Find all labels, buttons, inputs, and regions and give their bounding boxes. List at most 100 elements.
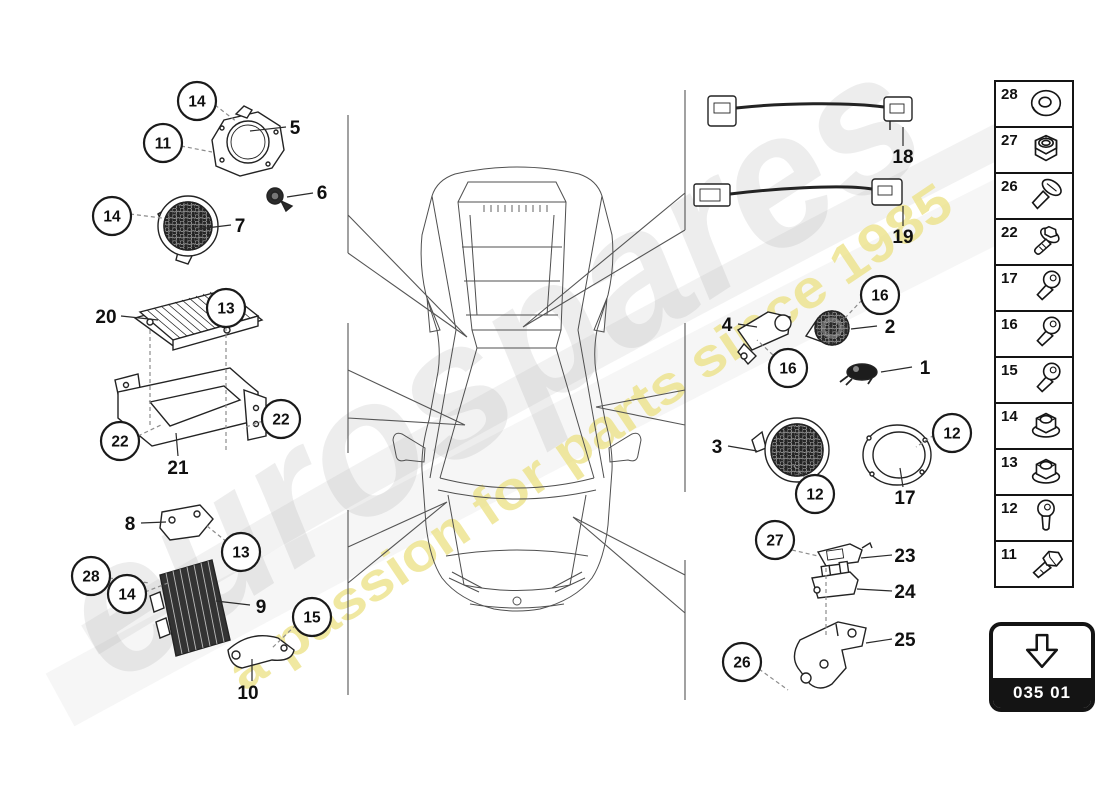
callout-16[interactable]: 16 <box>767 347 809 389</box>
diagram-code-box[interactable]: 035 01 <box>989 622 1095 712</box>
torx-screw-icon <box>1023 313 1069 355</box>
sidebar-item-number: 13 <box>1001 454 1018 471</box>
part-label-23[interactable]: 23 <box>894 546 915 567</box>
sidebar-item-26[interactable]: 26 <box>994 172 1074 220</box>
callout-14[interactable]: 14 <box>106 573 148 615</box>
sidebar-item-14[interactable]: 14 <box>994 402 1074 450</box>
flange-screw-icon <box>1023 221 1069 263</box>
callout-27[interactable]: 27 <box>754 519 796 561</box>
sidebar-item-17[interactable]: 17 <box>994 264 1074 312</box>
part-drawing-5 <box>211 105 285 177</box>
sidebar-item-28[interactable]: 28 <box>994 80 1074 128</box>
callout-13[interactable]: 13 <box>220 531 262 573</box>
part-drawing-24 <box>811 560 859 599</box>
right-parts-group <box>693 95 932 689</box>
part-label-25[interactable]: 25 <box>894 630 916 651</box>
hex-nut-icon <box>1023 129 1069 171</box>
callout-number: 14 <box>103 209 121 226</box>
part-label-5[interactable]: 5 <box>290 118 301 139</box>
callout-number: 22 <box>111 434 128 451</box>
part-label-24[interactable]: 24 <box>894 582 916 603</box>
car-top-view <box>392 166 642 612</box>
code-box-arrow-area <box>993 626 1091 678</box>
part-drawing-18 <box>707 95 913 130</box>
callout-number: 14 <box>188 94 206 111</box>
part-drawing-6 <box>266 187 294 213</box>
sidebar-item-number: 28 <box>1001 86 1018 103</box>
part-drawing-2 <box>804 310 850 346</box>
down-arrow-icon <box>1025 633 1059 669</box>
callout-14[interactable]: 14 <box>91 195 133 237</box>
sidebar-item-13[interactable]: 13 <box>994 448 1074 496</box>
sidebar-item-number: 22 <box>1001 224 1018 241</box>
part-label-6[interactable]: 6 <box>317 183 328 204</box>
sidebar-item-number: 14 <box>1001 408 1018 425</box>
oval-head-screw-icon <box>1023 175 1069 217</box>
part-drawing-25 <box>793 621 867 689</box>
sidebar-item-number: 16 <box>1001 316 1018 333</box>
sidebar-item-16[interactable]: 16 <box>994 310 1074 358</box>
callout-15[interactable]: 15 <box>291 596 333 638</box>
part-drawing-1 <box>839 363 878 386</box>
part-label-19[interactable]: 19 <box>892 227 913 248</box>
sidebar-item-12[interactable]: 12 <box>994 494 1074 542</box>
callout-number: 11 <box>155 136 172 153</box>
sidebar-item-15[interactable]: 15 <box>994 356 1074 404</box>
part-label-10[interactable]: 10 <box>237 683 258 704</box>
callout-28[interactable]: 28 <box>70 555 112 597</box>
callout-12[interactable]: 12 <box>931 412 973 454</box>
callout-number: 28 <box>82 569 100 586</box>
sidebar-item-number: 17 <box>1001 270 1018 287</box>
callout-13[interactable]: 13 <box>205 287 247 329</box>
part-label-21[interactable]: 21 <box>167 458 189 479</box>
part-label-4[interactable]: 4 <box>722 315 733 336</box>
part-label-1[interactable]: 1 <box>920 358 931 379</box>
part-label-8[interactable]: 8 <box>125 514 136 535</box>
dashed-connectors <box>108 104 935 691</box>
part-drawing-7 <box>157 195 219 265</box>
callout-26[interactable]: 26 <box>721 641 763 683</box>
button-screw-icon <box>1023 497 1069 539</box>
callout-22[interactable]: 22 <box>260 398 302 440</box>
sidebar-item-number: 27 <box>1001 132 1018 149</box>
sidebar-item-22[interactable]: 22 <box>994 218 1074 266</box>
part-label-20[interactable]: 20 <box>95 307 116 328</box>
part-label-9[interactable]: 9 <box>256 597 267 618</box>
part-drawing-19 <box>693 178 903 207</box>
washer-icon <box>1023 83 1069 125</box>
callout-11[interactable]: 11 <box>142 122 184 164</box>
callout-number: 16 <box>779 361 797 378</box>
part-label-7[interactable]: 7 <box>235 216 246 237</box>
callout-number: 15 <box>303 610 321 627</box>
part-drawing-4 <box>736 311 792 366</box>
torx-screw-icon <box>1023 359 1069 401</box>
part-label-3[interactable]: 3 <box>712 437 723 458</box>
callout-number: 12 <box>806 487 823 504</box>
callout-22[interactable]: 22 <box>99 420 141 462</box>
callout-16[interactable]: 16 <box>859 274 901 316</box>
hex-bolt-icon <box>1023 543 1069 585</box>
flange-nut-icon <box>1023 451 1069 493</box>
torx-screw-icon <box>1023 267 1069 309</box>
callout-14[interactable]: 14 <box>176 80 218 122</box>
callout-number: 13 <box>217 301 235 318</box>
part-label-18[interactable]: 18 <box>892 147 913 168</box>
sidebar-item-11[interactable]: 11 <box>994 540 1074 588</box>
watermark-brand: eurospares <box>21 10 958 722</box>
part-label-2[interactable]: 2 <box>885 317 896 338</box>
sidebar-item-number: 11 <box>1001 546 1017 563</box>
callout-number: 16 <box>871 288 889 305</box>
part-drawing-3 <box>751 417 830 483</box>
sidebar-item-27[interactable]: 27 <box>994 126 1074 174</box>
left-parts-group <box>114 105 295 669</box>
callout-number: 27 <box>766 533 783 550</box>
callout-12[interactable]: 12 <box>794 473 836 515</box>
fastener-sidebar: 28 27 26 22 17 16 15 14 13 12 11 <box>994 80 1074 588</box>
part-label-17[interactable]: 17 <box>894 488 915 509</box>
sidebar-item-number: 12 <box>1001 500 1018 517</box>
zone-lines <box>347 90 686 700</box>
callout-number: 26 <box>733 655 751 672</box>
